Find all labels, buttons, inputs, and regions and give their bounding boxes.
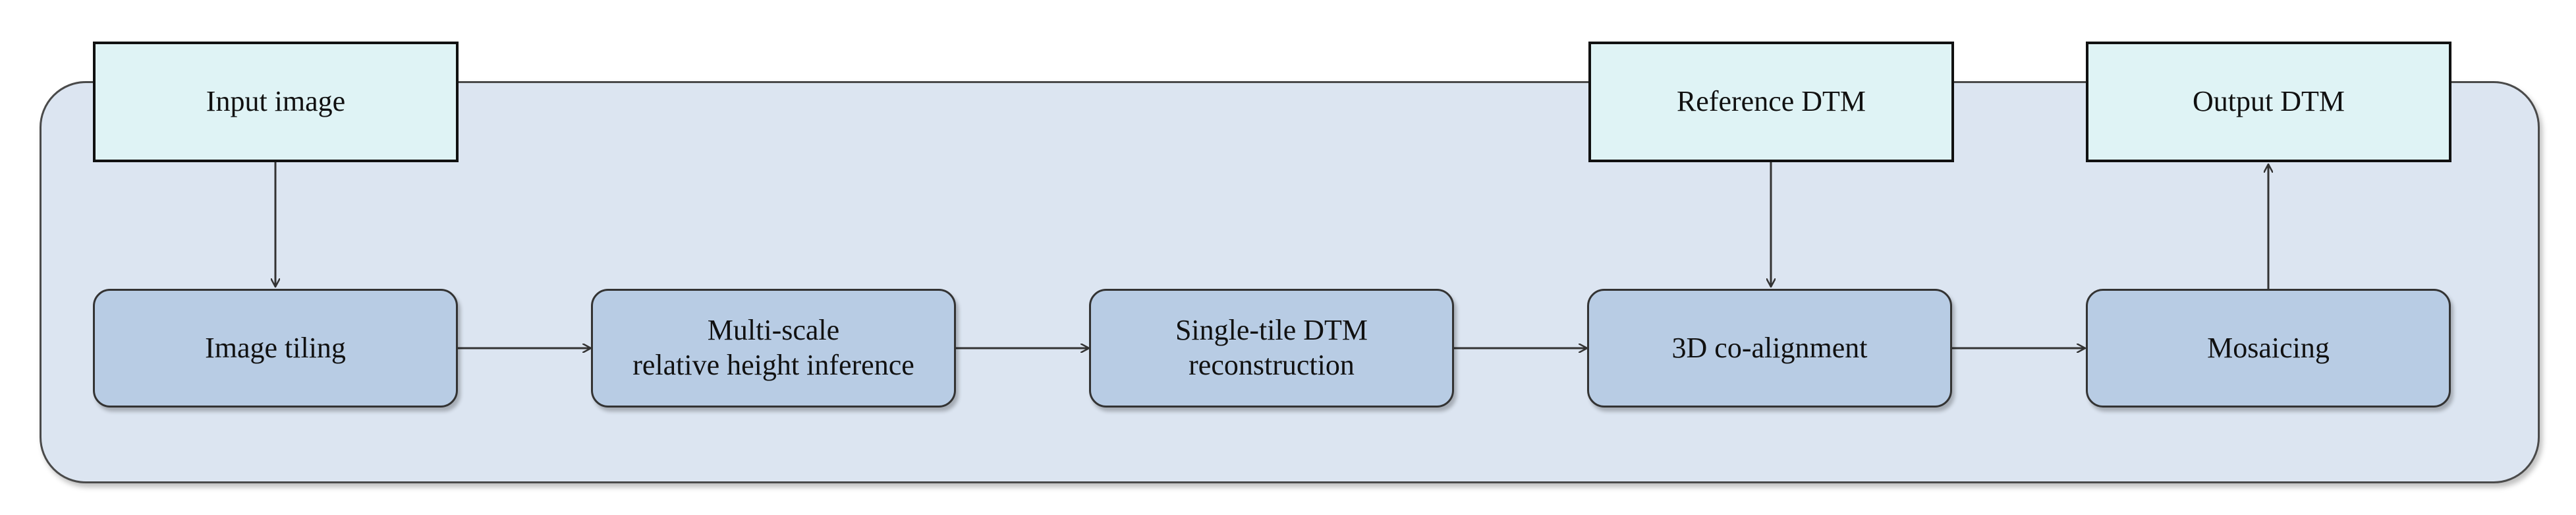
reference-dtm-label: Reference DTM xyxy=(1676,85,1866,118)
input-image-label: Input image xyxy=(206,85,346,118)
mosaicing-box: Mosaicing xyxy=(2086,289,2451,408)
input-image-box: Input image xyxy=(93,42,459,162)
height-inference-box: Multi-scale relative height inference xyxy=(591,289,956,408)
reference-dtm-box: Reference DTM xyxy=(1588,42,1954,162)
co-alignment-box: 3D co-alignment xyxy=(1587,289,1952,408)
dtm-reconstruction-box: Single-tile DTM reconstruction xyxy=(1089,289,1454,408)
co-alignment-label: 3D co-alignment xyxy=(1671,331,1868,364)
mosaicing-label: Mosaicing xyxy=(2207,331,2330,364)
dtm-reconstruction-label: Single-tile DTM reconstruction xyxy=(1175,314,1368,381)
height-inference-label: Multi-scale relative height inference xyxy=(632,314,914,381)
output-dtm-box: Output DTM xyxy=(2086,42,2451,162)
image-tiling-label: Image tiling xyxy=(205,331,346,364)
output-dtm-label: Output DTM xyxy=(2193,85,2345,118)
image-tiling-box: Image tiling xyxy=(93,289,458,408)
